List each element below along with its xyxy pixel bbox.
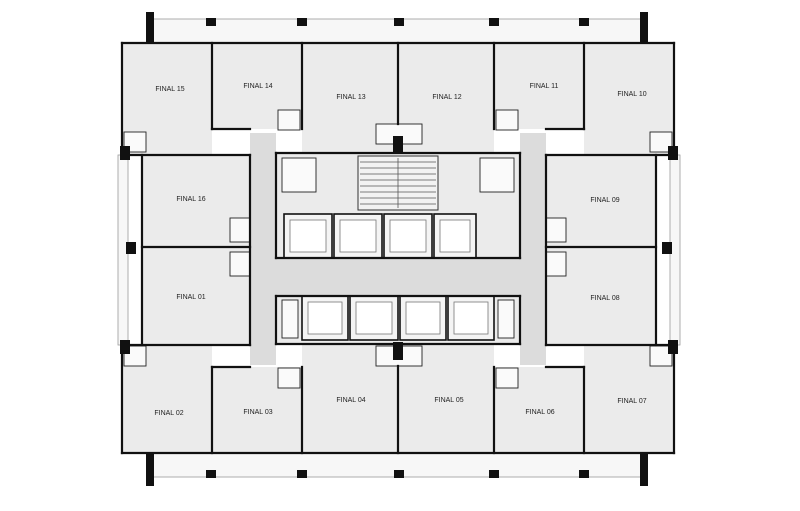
room-label: FINAL 12: [432, 94, 461, 101]
room-label: FINAL 08: [590, 295, 619, 302]
room-label: FINAL 04: [336, 397, 365, 404]
room-label: FINAL 09: [590, 197, 619, 204]
room-label: FINAL 03: [243, 409, 272, 416]
room-label: FINAL 11: [530, 83, 559, 90]
room-labels: FINAL 15 FINAL 14 FINAL 13 FINAL 12 FINA…: [154, 83, 646, 417]
room-label: FINAL 16: [176, 196, 205, 203]
corridor: [250, 133, 546, 365]
stairwell: [357, 155, 439, 211]
elevator-bank-bottom: [301, 295, 495, 341]
bathrooms: [123, 109, 673, 389]
room-label: FINAL 05: [434, 397, 463, 404]
room-label: FINAL 10: [617, 91, 646, 98]
room-label: FINAL 14: [243, 83, 272, 90]
room-label: FINAL 01: [176, 294, 205, 301]
room-label: FINAL 13: [336, 94, 365, 101]
service-rooms: [281, 157, 515, 339]
room-label: FINAL 07: [617, 398, 646, 405]
room-label: FINAL 15: [155, 86, 184, 93]
walls: [120, 41, 676, 455]
room-label: FINAL 02: [154, 410, 183, 417]
room-fills: [122, 43, 674, 453]
room-label: FINAL 06: [525, 409, 554, 416]
columns: [120, 12, 678, 486]
elevator-bank-top: [283, 213, 477, 259]
